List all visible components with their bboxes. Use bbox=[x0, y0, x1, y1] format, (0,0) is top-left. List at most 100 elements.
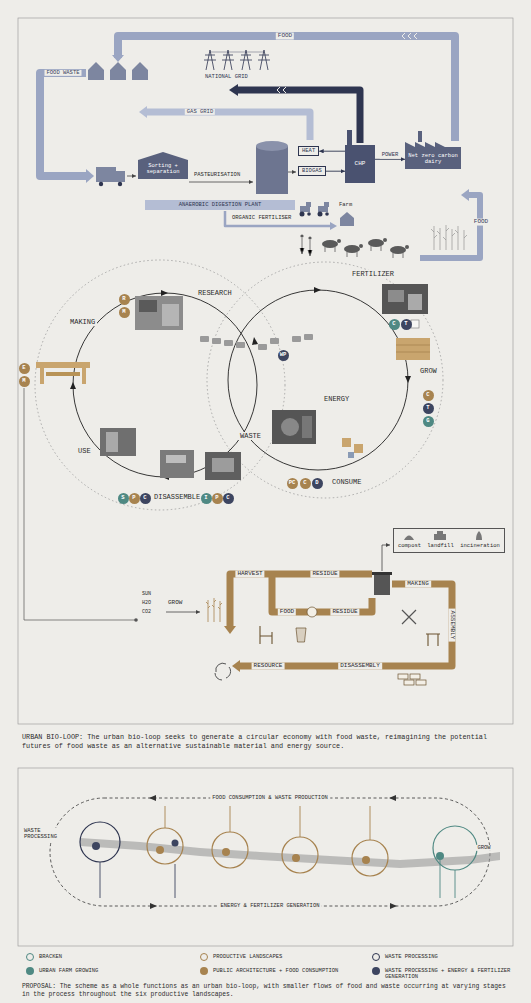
illustration-shape bbox=[325, 212, 329, 216]
illustration-shape bbox=[222, 50, 234, 70]
illustration-shape bbox=[230, 574, 452, 666]
illustration-shape bbox=[256, 146, 288, 194]
illustration-shape bbox=[382, 284, 428, 314]
badge-letter: C bbox=[426, 392, 429, 398]
illustration-shape bbox=[147, 828, 183, 864]
illustration-shape bbox=[277, 33, 417, 93]
stage-label: CONSUME bbox=[330, 478, 363, 486]
flow-label: FOOD CONSUMPTION & WASTE PRODUCTION bbox=[210, 795, 330, 801]
illustration-shape bbox=[292, 854, 300, 862]
flow-label: RESOURCE bbox=[252, 663, 285, 670]
flow-label: FOOD bbox=[472, 219, 490, 226]
illustration-shape bbox=[342, 438, 351, 447]
illustration-shape bbox=[18, 768, 513, 946]
illustration-shape bbox=[200, 334, 313, 350]
flow-arrow bbox=[326, 171, 345, 172]
flow-label: FOOD bbox=[278, 609, 296, 616]
illustration-shape bbox=[96, 167, 125, 182]
badge-letter: S bbox=[121, 495, 124, 501]
illustration-shape bbox=[277, 87, 286, 93]
legend-text: BRACKEN bbox=[39, 954, 62, 960]
illustration-shape bbox=[325, 246, 403, 258]
building-box: Sorting + separation bbox=[138, 160, 188, 179]
illustration-shape bbox=[455, 870, 456, 898]
illustration-shape bbox=[368, 239, 384, 247]
flow-label: CO2 bbox=[142, 610, 151, 616]
illustration-shape bbox=[116, 171, 125, 182]
badge-letter: C bbox=[303, 480, 306, 486]
badge-letter: P bbox=[215, 495, 218, 501]
badge-letter: WP bbox=[280, 352, 287, 358]
illustration-shape bbox=[282, 837, 318, 873]
flow-label: PASTEURISATION bbox=[194, 172, 240, 178]
building-box: CHP bbox=[345, 145, 375, 183]
illustration-shape bbox=[166, 455, 186, 463]
illustration-shape bbox=[149, 795, 156, 801]
stage-label: RESEARCH bbox=[196, 289, 234, 297]
illustration-shape bbox=[420, 195, 480, 258]
illustration-shape bbox=[156, 846, 164, 854]
illustration-shape bbox=[372, 572, 392, 575]
illustration-shape bbox=[383, 238, 387, 242]
flow-label: H2O bbox=[142, 601, 151, 607]
badge-letter: C bbox=[392, 321, 395, 327]
illustration-shape bbox=[272, 574, 372, 612]
illustration-shape bbox=[224, 626, 236, 634]
illustration-shape bbox=[200, 336, 209, 342]
node-text: compost bbox=[397, 543, 422, 549]
badge-letter: T bbox=[426, 405, 429, 411]
flow-label: ASSEMBLY bbox=[449, 609, 456, 642]
illustration-shape bbox=[322, 240, 338, 248]
badge-circle: T bbox=[423, 403, 434, 414]
edge-label: POWER bbox=[380, 152, 401, 158]
illustration-shape bbox=[70, 287, 411, 480]
stage-label: WASTE bbox=[238, 432, 263, 440]
badge-circle: C bbox=[389, 319, 400, 330]
illustration-shape bbox=[396, 345, 430, 352]
legend-ring bbox=[372, 953, 380, 961]
illustration-shape bbox=[40, 36, 480, 258]
illustration-shape bbox=[396, 338, 430, 360]
illustration-shape bbox=[302, 416, 312, 438]
illustration-shape bbox=[92, 840, 444, 865]
illustration-shape bbox=[73, 293, 257, 477]
illustration-shape bbox=[230, 806, 231, 832]
illustration-shape bbox=[308, 236, 311, 239]
illustration-shape bbox=[342, 438, 363, 458]
badge-circle: C bbox=[223, 493, 234, 504]
illustration-shape bbox=[404, 680, 414, 685]
flow-label: WASTE PROCESSING bbox=[22, 828, 62, 841]
badge-letter: PC bbox=[289, 480, 296, 486]
building-box: Net zero carbon dairy bbox=[405, 150, 461, 169]
illustration-shape bbox=[127, 176, 136, 177]
illustration-shape bbox=[300, 234, 303, 237]
illustration-shape bbox=[175, 864, 176, 898]
badge-letter: C bbox=[226, 495, 229, 501]
illustration-shape bbox=[225, 211, 330, 226]
illustration-shape bbox=[189, 182, 253, 183]
illustration-shape bbox=[318, 212, 323, 217]
illustration-shape bbox=[50, 798, 490, 906]
flow-box: HEAT bbox=[298, 146, 319, 156]
illustration-shape bbox=[411, 320, 419, 328]
illustration-shape bbox=[215, 673, 222, 680]
illustration-shape bbox=[206, 598, 222, 622]
illustration-shape bbox=[236, 342, 245, 348]
illustration-shape bbox=[306, 202, 311, 207]
illustration-shape bbox=[404, 536, 414, 541]
flow-arrow bbox=[375, 159, 405, 160]
illustration-shape bbox=[100, 806, 455, 898]
illustration-shape bbox=[252, 337, 258, 345]
flow-label: FOOD bbox=[276, 33, 294, 40]
illustration-shape bbox=[134, 618, 138, 622]
illustration-shape bbox=[314, 287, 321, 293]
illustration-shape bbox=[426, 634, 440, 646]
illustration-shape bbox=[434, 534, 446, 540]
badge-letter: T bbox=[404, 321, 407, 327]
badge-letter: G bbox=[426, 418, 429, 424]
illustration-shape bbox=[70, 382, 76, 389]
flow-label: HARVEST bbox=[235, 571, 264, 578]
flow-arrow bbox=[319, 151, 345, 152]
illustration-shape bbox=[132, 62, 148, 80]
illustration-shape bbox=[99, 182, 103, 186]
